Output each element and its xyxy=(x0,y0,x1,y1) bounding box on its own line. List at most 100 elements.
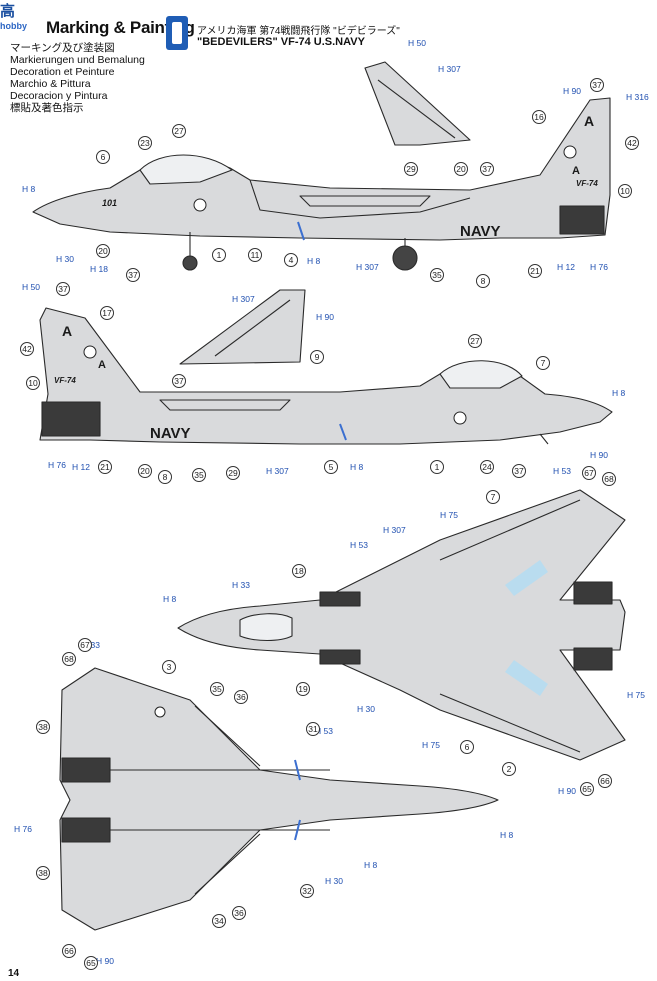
callout: 20 xyxy=(454,162,468,176)
callout: 29 xyxy=(226,466,240,480)
callout: 42 xyxy=(625,136,639,150)
tail-code-right: VF-74 xyxy=(576,179,598,188)
paint-label: H 90 xyxy=(558,786,576,796)
brand-logo-inner xyxy=(172,22,182,44)
callout: 35 xyxy=(192,468,206,482)
paint-label: H 50 xyxy=(22,282,40,292)
callout: 67 xyxy=(582,466,596,480)
callout: 36 xyxy=(234,690,248,704)
side-navy-text-right: NAVY xyxy=(460,223,501,240)
lang-jp: マーキング及び塗装図 xyxy=(10,42,115,54)
callout: 16 xyxy=(532,110,546,124)
roundel-insignia xyxy=(193,198,207,212)
callout: 17 xyxy=(100,306,114,320)
callout: 34 xyxy=(212,914,226,928)
paint-label: H 8 xyxy=(364,860,378,870)
tail-letter-left: A xyxy=(62,323,72,339)
paint-label: H 12 xyxy=(72,462,90,472)
callout: 37 xyxy=(126,268,140,282)
callout: 35 xyxy=(210,682,224,696)
callout: 36 xyxy=(232,906,246,920)
callout: 65 xyxy=(84,956,98,970)
lang-cn: 標貼及著色指示 xyxy=(10,102,84,114)
page-number: 14 xyxy=(8,968,20,979)
callout: 23 xyxy=(138,136,152,150)
callout: 65 xyxy=(580,782,594,796)
tail-letter-right: A xyxy=(584,113,594,129)
paint-label: H 8 xyxy=(307,256,321,266)
callout: 38 xyxy=(36,720,50,734)
paint-label: H 12 xyxy=(557,262,575,272)
paint-label: H 307 xyxy=(356,262,379,272)
callout: 6 xyxy=(460,740,474,754)
squadron-emblem-icon xyxy=(83,345,97,359)
callout: 29 xyxy=(404,162,418,176)
callout: 38 xyxy=(36,866,50,880)
unit-name-en: "BEDEVILERS" VF-74 U.S.NAVY xyxy=(197,36,365,48)
tail-letter-right-2: A xyxy=(572,165,580,177)
paint-label: H 90 xyxy=(563,86,581,96)
callout: 7 xyxy=(486,490,500,504)
callout: 1 xyxy=(212,248,226,262)
unit-name-jp: アメリカ海軍 第74戦闘飛行隊 "ビデビラーズ" xyxy=(197,26,400,37)
callout: 10 xyxy=(26,376,40,390)
callout: 37 xyxy=(56,282,70,296)
paint-label: H 53 xyxy=(553,466,571,476)
top-view xyxy=(177,489,626,761)
paint-label: H 33 xyxy=(232,580,250,590)
lang-de: Markierungen und Bemalung xyxy=(10,54,145,66)
callout: 42 xyxy=(20,342,34,356)
side-view-left xyxy=(39,289,613,445)
callout: 37 xyxy=(512,464,526,478)
callout: 67 xyxy=(78,638,92,652)
paint-label: H 53 xyxy=(315,726,333,736)
paint-label: H 307 xyxy=(232,294,255,304)
callout: 20 xyxy=(96,244,110,258)
paint-label: H 53 xyxy=(350,540,368,550)
paint-label: H 75 xyxy=(627,690,645,700)
paint-label: H 76 xyxy=(14,824,32,834)
tail-code-left: VF-74 xyxy=(54,376,76,385)
paint-label: H 90 xyxy=(590,450,608,460)
callout: 66 xyxy=(598,774,612,788)
callout: 20 xyxy=(138,464,152,478)
roundel-insignia xyxy=(453,411,467,425)
paint-label: H 8 xyxy=(163,594,177,604)
lang-fr: Decoration et Peinture xyxy=(10,66,115,78)
callout: 21 xyxy=(528,264,542,278)
paint-label: H 8 xyxy=(350,462,364,472)
paint-label: H 76 xyxy=(590,262,608,272)
callout: 37 xyxy=(172,374,186,388)
paint-label: H 8 xyxy=(612,388,626,398)
callout: 18 xyxy=(292,564,306,578)
paint-label: H 30 xyxy=(325,876,343,886)
callout: 37 xyxy=(480,162,494,176)
watermark-logo: 高 hobby xyxy=(0,0,60,44)
side-view-right xyxy=(32,61,611,271)
callout: 19 xyxy=(296,682,310,696)
callout: 68 xyxy=(602,472,616,486)
callout: 31 xyxy=(306,722,320,736)
callout: 8 xyxy=(158,470,172,484)
lang-es: Decoracion y Pintura xyxy=(10,90,108,102)
callout: 11 xyxy=(248,248,262,262)
watermark-char: 高 xyxy=(0,3,16,20)
paint-label: H 50 xyxy=(408,38,426,48)
callout: 7 xyxy=(536,356,550,370)
callout: 4 xyxy=(284,253,298,267)
paint-label: H 76 xyxy=(48,460,66,470)
paint-label: H 307 xyxy=(266,466,289,476)
squadron-emblem-icon xyxy=(563,145,577,159)
paint-label: H 8 xyxy=(500,830,514,840)
paint-label: H 316 xyxy=(626,92,649,102)
callout: 35 xyxy=(430,268,444,282)
callout: 37 xyxy=(590,78,604,92)
roundel-insignia xyxy=(154,706,166,718)
callout: 1 xyxy=(430,460,444,474)
paint-label: H 90 xyxy=(316,312,334,322)
callout: 10 xyxy=(618,184,632,198)
callout: 32 xyxy=(300,884,314,898)
callout: 24 xyxy=(480,460,494,474)
paint-label: H 8 xyxy=(22,184,36,194)
